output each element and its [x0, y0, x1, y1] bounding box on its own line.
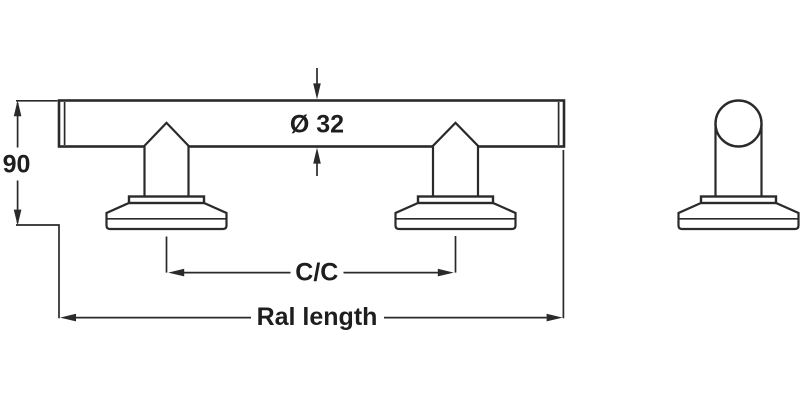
rail-cross-section-circle — [714, 99, 763, 148]
dimension-rail-length: Ral length — [60, 150, 565, 331]
rail-body — [57, 99, 566, 148]
arrow-down-icon — [313, 83, 321, 100]
front-view — [57, 99, 566, 231]
arrow-up-icon — [13, 100, 22, 117]
foot-side — [677, 195, 800, 231]
post-left — [143, 121, 190, 197]
post-right — [431, 121, 480, 197]
arrow-right-icon — [546, 313, 563, 322]
arrow-down-icon — [13, 209, 22, 226]
arrow-up-icon — [313, 147, 321, 164]
arrow-right-icon — [437, 268, 454, 277]
diameter-label: Ø 32 — [290, 111, 344, 139]
rail-length-label: Ral length — [257, 303, 378, 331]
center-to-center-label: C/C — [295, 258, 338, 286]
side-view — [677, 99, 800, 231]
dimension-diameter-32: Ø 32 — [290, 68, 344, 176]
height-label: 90 — [3, 151, 31, 179]
foot-left — [105, 195, 228, 231]
dimension-center-to-center: C/C — [165, 236, 457, 286]
dimension-height-90: 90 — [3, 99, 60, 319]
foot-right — [394, 195, 517, 231]
arrow-left-icon — [168, 268, 185, 277]
height-extension-bottom — [16, 224, 60, 319]
arrow-left-icon — [60, 313, 76, 322]
